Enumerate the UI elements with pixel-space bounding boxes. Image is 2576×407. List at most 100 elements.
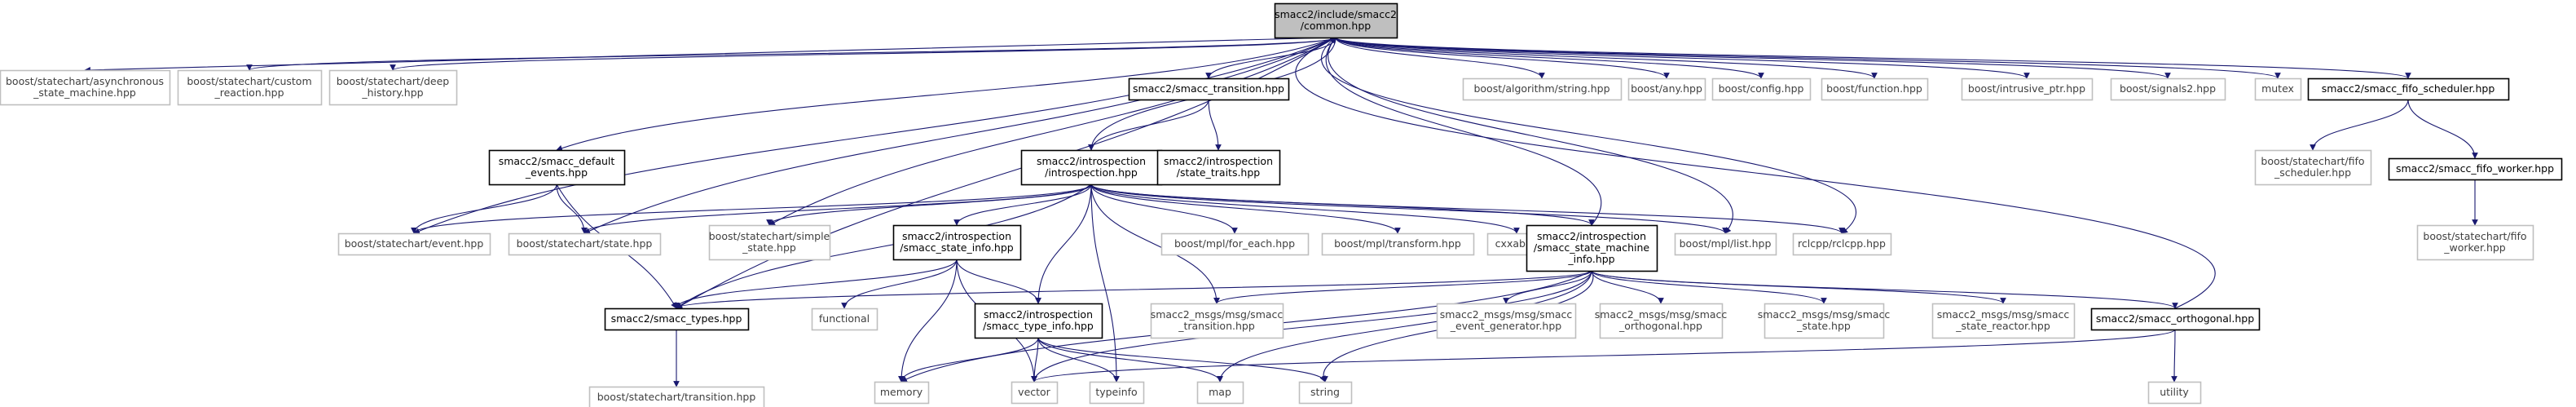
node-async_sm: boost/statechart/asynchronous_state_mach… bbox=[0, 69, 171, 106]
node-label-line: boost/mpl/transform.hpp bbox=[1334, 237, 1461, 250]
node-label-line: _reaction.hpp bbox=[214, 86, 284, 99]
node-msg_state: smacc2_msgs/msg/smacc_state.hpp bbox=[1758, 303, 1890, 339]
node-typeinfo: typeinfo bbox=[1089, 381, 1145, 405]
node-label-line: smacc2_msgs/msg/smacc bbox=[1151, 308, 1284, 321]
node-box bbox=[1089, 381, 1145, 405]
node-label-line: smacc2/introspection bbox=[1537, 230, 1646, 242]
edge-root-to-mutex bbox=[1335, 37, 2281, 79]
node-sc_fifo_scheduler: boost/statechart/fifo_scheduler.hpp bbox=[2254, 149, 2372, 186]
node-introspection[interactable]: smacc2/introspection/introspection.hpp bbox=[1020, 149, 1163, 186]
edge-root-to-intrusive_ptr bbox=[1335, 37, 2030, 79]
node-state_info[interactable]: smacc2/introspection/smacc_state_info.hp… bbox=[892, 224, 1022, 261]
node-label-line: vector bbox=[1018, 386, 1051, 398]
node-msg_event_gen: smacc2_msgs/msg/smacc_event_generator.hp… bbox=[1436, 303, 1577, 339]
node-box bbox=[1526, 224, 1658, 272]
edge-introspection-to-type_info bbox=[1035, 184, 1092, 304]
node-label-line: _event_generator.hpp bbox=[1450, 320, 1562, 332]
node-box bbox=[1436, 303, 1577, 339]
node-label-line: /state_traits.hpp bbox=[1177, 166, 1261, 179]
node-box bbox=[2388, 157, 2563, 181]
node-root[interactable]: smacc2/include/smacc2/common.hpp bbox=[1274, 2, 1398, 39]
node-box bbox=[974, 303, 1103, 339]
edge-root-to-custom_reaction bbox=[246, 37, 1336, 71]
edge-root-to-deep_history bbox=[390, 37, 1336, 71]
edge-introspection-to-rclcpp bbox=[1090, 184, 1845, 234]
node-orthogonal[interactable]: smacc2/smacc_orthogonal.hpp bbox=[2090, 307, 2261, 331]
node-box bbox=[1128, 77, 1290, 101]
node-label-line: /common.hpp bbox=[1301, 20, 1371, 32]
edge-root-to-state bbox=[583, 37, 1336, 234]
node-box bbox=[1298, 381, 1353, 405]
node-label-line: smacc2/smacc_default bbox=[499, 155, 615, 167]
node-sm_info[interactable]: smacc2/introspection/smacc_state_machine… bbox=[1526, 224, 1658, 272]
node-label-line: _orthogonal.hpp bbox=[1618, 320, 1702, 332]
node-state_traits[interactable]: smacc2/introspection/state_traits.hpp bbox=[1156, 149, 1281, 186]
edge-introspection-to-simple_state bbox=[766, 184, 1092, 226]
node-box bbox=[2090, 307, 2261, 331]
edge-type_info-to-memory bbox=[898, 337, 1039, 383]
edge-root-to-mpl_list bbox=[1328, 37, 1733, 234]
edge-introspection-to-transform bbox=[1090, 184, 1401, 234]
node-simple_state: boost/statechart/simple_state.hpp bbox=[708, 224, 831, 261]
node-label-line: boost/config.hpp bbox=[1719, 82, 1804, 95]
edge-fifo_scheduler-to-fifo_worker bbox=[2407, 99, 2478, 159]
node-label-line: smacc2_msgs/msg/smacc bbox=[1595, 308, 1728, 321]
node-box bbox=[708, 224, 831, 261]
edge-introspection-to-msg_transition bbox=[1090, 184, 1220, 304]
node-label-line: map bbox=[1209, 386, 1231, 398]
node-label-line: smacc2/smacc_orthogonal.hpp bbox=[2096, 312, 2254, 325]
node-fifo_scheduler[interactable]: smacc2/smacc_fifo_scheduler.hpp bbox=[2307, 77, 2510, 101]
node-box bbox=[1627, 77, 1706, 101]
node-label-line: boost/statechart/simple bbox=[709, 230, 830, 242]
node-sc_fifo_worker: boost/statechart/fifo_worker.hpp bbox=[2416, 224, 2534, 261]
node-label-line: _state_reactor.hpp bbox=[1955, 320, 2050, 332]
node-msg_orthogonal: smacc2_msgs/msg/smacc_orthogonal.hpp bbox=[1595, 303, 1728, 339]
node-label-line: _state.hpp bbox=[742, 241, 796, 254]
node-label-line: smacc2/smacc_fifo_scheduler.hpp bbox=[2322, 82, 2495, 95]
node-label-line: smacc2/smacc_transition.hpp bbox=[1133, 82, 1284, 95]
edge-root-to-config bbox=[1335, 37, 1764, 79]
node-state: boost/statechart/state.hpp bbox=[508, 232, 662, 256]
node-default_events[interactable]: smacc2/smacc_default_events.hpp bbox=[488, 149, 626, 186]
edge-root-to-signals2 bbox=[1335, 37, 2171, 79]
node-box bbox=[1196, 381, 1244, 405]
edge-introspection-to-for_each bbox=[1090, 184, 1238, 234]
node-label-line: boost/statechart/deep bbox=[337, 75, 450, 87]
node-box bbox=[1020, 149, 1163, 186]
node-utility: utility bbox=[2147, 381, 2202, 405]
node-smacc_types[interactable]: smacc2/smacc_types.hpp bbox=[604, 307, 750, 331]
node-type_info[interactable]: smacc2/introspection/smacc_type_info.hpp bbox=[974, 303, 1103, 339]
node-box bbox=[1674, 232, 1777, 256]
node-smacc_transition[interactable]: smacc2/smacc_transition.hpp bbox=[1128, 77, 1290, 101]
edge-type_info-to-map bbox=[1037, 337, 1223, 383]
node-box bbox=[874, 381, 930, 405]
node-label-line: _transition.hpp bbox=[1178, 320, 1255, 332]
edge-orthogonal-to-utility bbox=[2171, 329, 2177, 383]
node-label-line: smacc2/include/smacc2 bbox=[1275, 8, 1397, 20]
edge-root-to-fifo_scheduler bbox=[1335, 37, 2411, 79]
node-box bbox=[1150, 303, 1284, 339]
edge-sm_info-to-smacc_types bbox=[673, 270, 1592, 309]
node-label-line: boost/signals2.hpp bbox=[2120, 82, 2216, 95]
node-box bbox=[588, 386, 765, 407]
node-function: boost/function.hpp bbox=[1821, 77, 1929, 101]
node-box bbox=[1462, 77, 1623, 101]
node-label-line: boost/intrusive_ptr.hpp bbox=[1968, 82, 2085, 95]
node-box bbox=[1711, 77, 1812, 101]
edge-state_info-to-smacc_types bbox=[673, 259, 958, 309]
node-box bbox=[337, 232, 491, 256]
node-box bbox=[1011, 381, 1059, 405]
edge-sm_info-to-msg_orthogonal bbox=[1591, 270, 1664, 304]
node-label-line: rclcpp/rclcpp.hpp bbox=[1798, 237, 1886, 250]
edge-sm_info-to-map bbox=[1217, 270, 1592, 383]
node-label-line: utility bbox=[2160, 386, 2189, 398]
node-fifo_worker[interactable]: smacc2/smacc_fifo_worker.hpp bbox=[2388, 157, 2563, 181]
node-deep_history: boost/statechart/deep_history.hpp bbox=[328, 69, 458, 106]
edge-root-to-event bbox=[413, 37, 1336, 234]
node-label-line: _scheduler.hpp bbox=[2274, 166, 2351, 179]
edge-type_info-to-vector bbox=[1031, 337, 1039, 383]
node-box bbox=[1764, 303, 1885, 339]
node-box bbox=[811, 307, 878, 331]
edge-root-to-async_sm bbox=[84, 37, 1336, 73]
